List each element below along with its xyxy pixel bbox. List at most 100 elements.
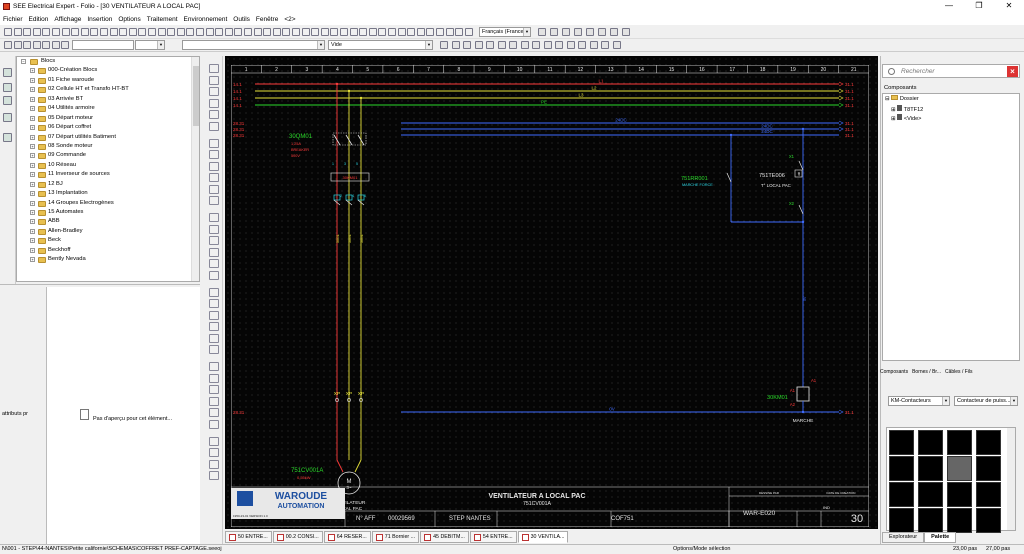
toolbar-tool-icon[interactable] [244, 28, 252, 36]
tree-item[interactable]: +14 Groupes Electrogènes [17, 199, 199, 208]
drawing-tool-icon[interactable] [209, 213, 219, 222]
panel-tool-icon[interactable] [3, 68, 12, 77]
menu-affichage[interactable]: Affichage [54, 15, 82, 23]
toolbar-tool-icon[interactable] [349, 28, 358, 36]
expand-icon[interactable]: + [30, 125, 35, 131]
toolbar-tool-icon[interactable] [119, 28, 128, 36]
panel-tool-icon[interactable] [3, 113, 12, 122]
tree-node-dossier[interactable]: ⊟ Dossier [885, 95, 919, 102]
format-tool-icon[interactable] [497, 41, 506, 49]
expand-icon[interactable]: + [30, 181, 35, 187]
expand-icon[interactable]: + [30, 68, 35, 74]
toolbar-tool-icon[interactable] [598, 28, 606, 36]
minimize-button[interactable]: — [945, 1, 953, 10]
toolbar-tool-icon[interactable] [148, 28, 156, 36]
palette-symbol[interactable] [889, 456, 914, 481]
toolbar-tool-icon[interactable] [71, 28, 80, 36]
toolbar-tool-icon[interactable] [359, 28, 368, 36]
tree-item[interactable]: +05 Départ moteur [17, 114, 199, 123]
drawing-tool-icon[interactable] [209, 419, 219, 429]
folio-tab[interactable]: 71 Bornier ... [371, 531, 420, 543]
menu-options[interactable]: Options [118, 15, 141, 23]
palette-symbol[interactable] [947, 482, 972, 507]
clear-search-button[interactable]: × [1007, 66, 1018, 77]
toolbar-tool-icon[interactable] [622, 28, 630, 36]
toolbar-tool-icon[interactable] [292, 28, 300, 36]
toolbar-tool-icon[interactable] [234, 28, 243, 36]
folio-tab[interactable]: 50 ENTRE... [225, 531, 272, 543]
format-tool-icon[interactable] [13, 41, 22, 49]
drawing-tool-icon[interactable] [209, 362, 219, 371]
expand-icon[interactable]: + [30, 219, 35, 225]
toolbar-tool-icon[interactable] [574, 28, 582, 36]
size-select[interactable]: ▼ [135, 40, 165, 50]
palette-symbol[interactable] [947, 456, 972, 481]
drawing-tool-icon[interactable] [209, 448, 219, 457]
tree-item[interactable]: +Bently Nevada [17, 255, 199, 264]
format-tool-icon[interactable] [520, 41, 529, 49]
format-tool-icon[interactable] [566, 41, 575, 49]
drawing-tool-icon[interactable] [209, 161, 219, 171]
palette-symbol[interactable] [889, 430, 914, 455]
toolbar-tool-icon[interactable] [426, 28, 435, 36]
folio-tab[interactable]: 00.2 CONSI... [272, 531, 323, 543]
format-tool-icon[interactable] [474, 41, 483, 49]
toolbar-tool-icon[interactable] [340, 28, 348, 36]
tree-node-vide[interactable]: ⊞ <Vide> [891, 114, 922, 122]
expand-icon[interactable]: + [30, 143, 35, 149]
toolbar-tool-icon[interactable] [330, 28, 339, 36]
expand-icon[interactable]: + [30, 238, 35, 244]
style-select-left[interactable]: ▼ [182, 40, 325, 50]
format-tool-icon[interactable] [578, 41, 586, 49]
blocks-tree[interactable]: −Blocs +000-Création Blocs+01 Fiche waro… [16, 56, 200, 282]
palette-symbol[interactable] [889, 482, 914, 507]
drawing-tool-icon[interactable] [209, 345, 219, 354]
tree-item[interactable]: +13 Implantation [17, 189, 199, 198]
palette-symbol[interactable] [976, 430, 1001, 455]
drawing-tool-icon[interactable] [209, 436, 219, 446]
drawing-tool-icon[interactable] [209, 121, 219, 131]
tree-item[interactable]: +11 Inverseur de sources [17, 170, 199, 179]
tree-item[interactable]: +01 Fiche waroude [17, 76, 199, 85]
drawing-tool-icon[interactable] [209, 259, 219, 268]
toolbar-tool-icon[interactable] [320, 28, 329, 36]
format-tool-icon[interactable] [509, 41, 517, 49]
format-tool-icon[interactable] [23, 41, 31, 49]
layer-select[interactable] [72, 40, 134, 50]
drawing-tool-icon[interactable] [209, 270, 219, 280]
expand-icon[interactable]: + [30, 247, 35, 253]
drawing-tool-icon[interactable] [209, 310, 219, 320]
format-tool-icon[interactable] [451, 41, 460, 49]
palette-type-select[interactable]: Contacteur de puiss...▼ [954, 396, 1018, 406]
format-tool-icon[interactable] [32, 41, 41, 49]
format-tool-icon[interactable] [463, 41, 471, 49]
tree-item[interactable]: +15 Automates [17, 208, 199, 217]
format-tool-icon[interactable] [4, 41, 12, 49]
toolbar-tool-icon[interactable] [61, 28, 70, 36]
tree-scrollbar[interactable] [191, 57, 199, 281]
format-tool-icon[interactable] [589, 41, 598, 49]
drawing-tool-icon[interactable] [209, 173, 219, 182]
drawing-tool-icon[interactable] [209, 224, 219, 234]
tree-item[interactable]: +07 Départ utilités Batiment [17, 133, 199, 142]
drawing-tool-icon[interactable] [209, 64, 219, 73]
tree-item[interactable]: +09 Commande [17, 151, 199, 160]
tree-item[interactable]: +Allen-Bradley [17, 227, 199, 236]
format-tool-icon[interactable] [440, 41, 448, 49]
toolbar-tool-icon[interactable] [52, 28, 60, 36]
tree-item[interactable]: +08 Sonde moteur [17, 142, 199, 151]
toolbar-tool-icon[interactable] [42, 28, 51, 36]
palette-symbol[interactable] [889, 508, 914, 533]
toolbar-tool-icon[interactable] [388, 28, 396, 36]
format-tool-icon[interactable] [51, 41, 60, 49]
palette-scrollbar[interactable] [1007, 428, 1015, 530]
expand-icon[interactable]: + [30, 77, 35, 83]
toolbar-tool-icon[interactable] [23, 28, 32, 36]
drawing-tool-icon[interactable] [209, 87, 219, 96]
folio-tab[interactable]: 64 RESER... [323, 531, 371, 543]
toolbar-tool-icon[interactable] [272, 28, 281, 36]
tab-palette[interactable]: Palette [924, 532, 957, 543]
toolbar-tool-icon[interactable] [368, 28, 377, 36]
palette-symbol[interactable] [947, 430, 972, 455]
tab-composants[interactable]: Composants [880, 368, 909, 375]
